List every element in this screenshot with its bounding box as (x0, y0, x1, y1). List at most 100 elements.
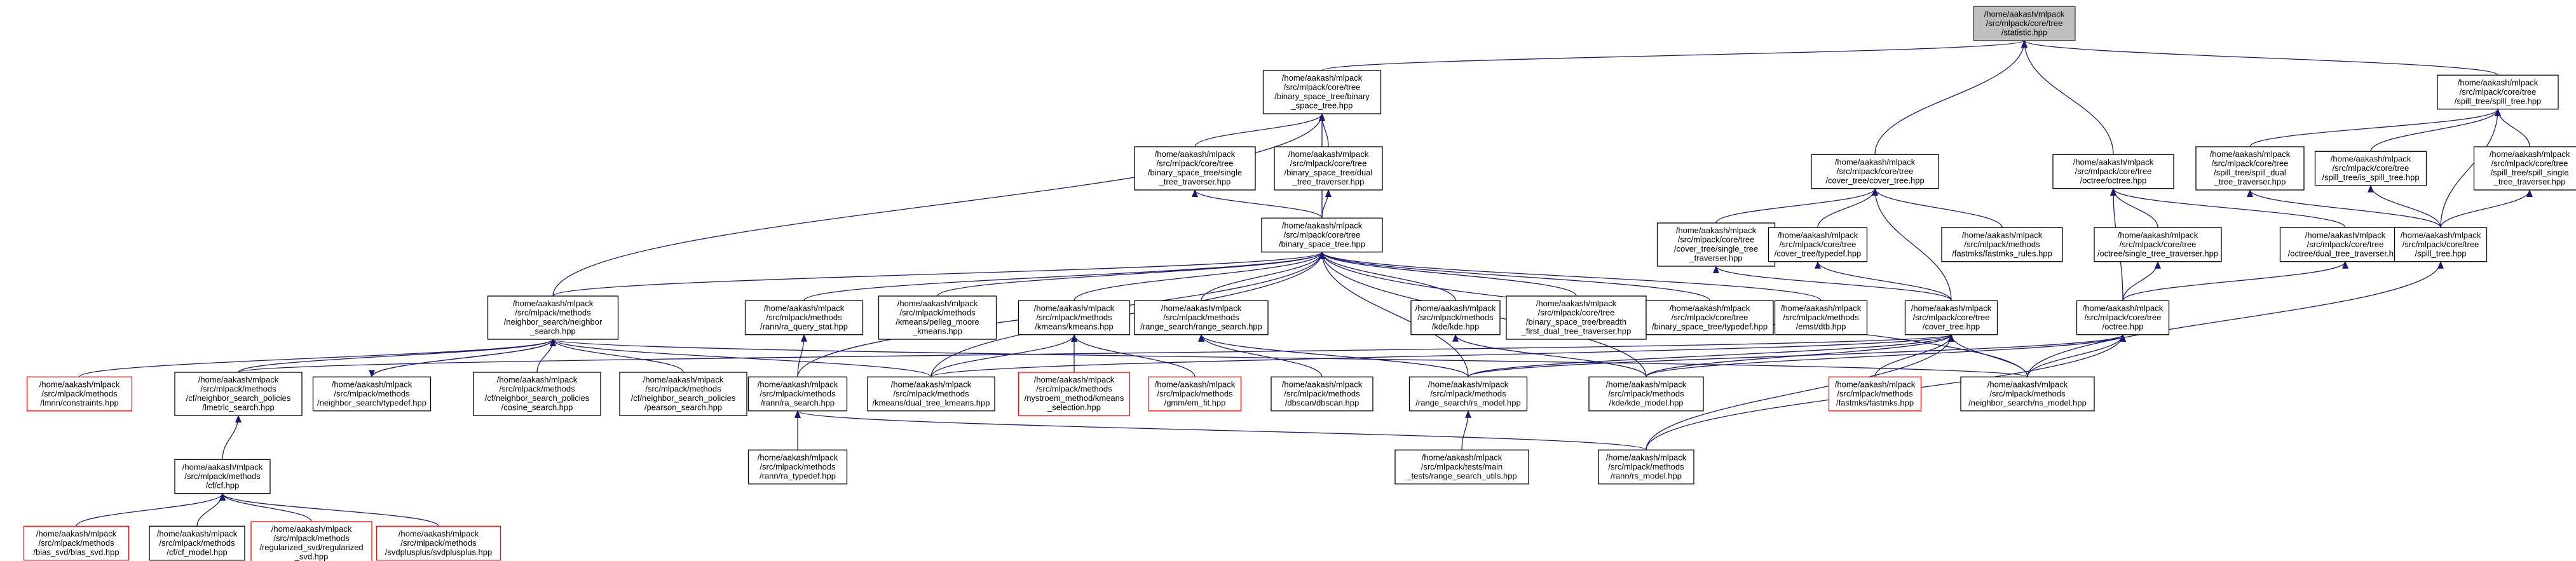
node-label-line: /home/aakash/mlpack (643, 375, 724, 384)
node-box (1134, 300, 1269, 335)
node-label-line: /binary_space_tree/binary (1274, 91, 1370, 101)
graph-node[interactable]: /home/aakash/mlpack/src/mlpack/methods/k… (1018, 300, 1131, 335)
graph-node[interactable]: /home/aakash/mlpack/src/mlpack/methods/e… (1774, 300, 1868, 335)
node-box (1261, 217, 1383, 253)
graph-node[interactable]: /home/aakash/mlpack/src/mlpack/core/tree… (1646, 300, 1774, 335)
node-label-line: /home/aakash/mlpack (1034, 303, 1115, 313)
node-label-line: /kmeans/pelleg_moore (896, 317, 979, 327)
dependency-edge (1948, 334, 2028, 377)
node-label-line: _tree_traverser.hpp (1292, 177, 1365, 187)
graph-node[interactable]: /home/aakash/mlpack/src/mlpack/core/tree… (2437, 74, 2559, 110)
node-label-line: /src/mlpack/methods (760, 389, 836, 398)
dependency-edge (1646, 334, 1954, 450)
dependency-edge (222, 415, 242, 460)
graph-node[interactable]: /home/aakash/mlpack/src/mlpack/methods/d… (1271, 376, 1373, 412)
graph-node[interactable]: /home/aakash/mlpack/src/mlpack/methods/n… (487, 295, 619, 340)
graph-node[interactable]: /home/aakash/mlpack/src/mlpack/core/tree… (1811, 154, 1939, 189)
node-label-line: /spill_tree/spill_tree.hpp (2455, 96, 2542, 105)
node-label-line: /home/aakash/mlpack (182, 462, 263, 471)
graph-node[interactable]: /home/aakash/mlpack/src/mlpack/methods/n… (312, 376, 432, 412)
dependency-edge (1872, 187, 1952, 301)
node-label-line: /statistic.hpp (2001, 27, 2047, 37)
node-label-line: _svd.hpp (294, 552, 329, 561)
node-label-line: /home/aakash/mlpack (36, 529, 117, 538)
graph-node[interactable]: /home/aakash/mlpack/src/mlpack/methods/b… (23, 525, 130, 561)
graph-node[interactable]: /home/aakash/mlpack/src/mlpack/methods/s… (376, 525, 501, 561)
graph-node[interactable]: /home/aakash/mlpack/src/mlpack/core/tree… (1262, 70, 1382, 114)
graph-node[interactable]: /home/aakash/mlpack/src/mlpack/methods/n… (1018, 372, 1131, 416)
graph-node[interactable]: /home/aakash/mlpack/src/mlpack/core/tree… (2314, 151, 2427, 186)
node-box (1274, 146, 1383, 191)
dependency-edge (1073, 251, 1325, 301)
node-label-line: /svdplusplus/svdplusplus.hpp (385, 547, 492, 557)
node-label-line: /cover_tree/single_tree (1674, 244, 1758, 253)
dependency-edge (794, 410, 1647, 450)
node-label-line: /src/mlpack/methods (1783, 313, 1859, 322)
node-label-line: /cf/neighbor_search_policies (485, 393, 590, 403)
graph-node[interactable]: /home/aakash/mlpack/src/mlpack/methods/c… (619, 372, 747, 416)
dependency-edge (1319, 251, 1710, 301)
node-label-line: /binary_space_tree.hpp (1279, 239, 1365, 248)
dependency-edge (2440, 108, 2501, 228)
dependency-edge (1452, 334, 1647, 377)
graph-node[interactable]: /home/aakash/mlpack/src/mlpack/methods/c… (174, 372, 303, 416)
graph-node[interactable]: /home/aakash/mlpack/src/mlpack/methods/k… (867, 376, 995, 412)
node-box (747, 449, 848, 485)
graph-node[interactable]: /home/aakash/mlpack/src/mlpack/core/tree… (2279, 227, 2411, 262)
graph-node[interactable]: /home/aakash/mlpack/src/mlpack/methods/g… (1148, 376, 1242, 412)
graph-node[interactable]: /home/aakash/mlpack/src/mlpack/methods/r… (1598, 449, 1694, 485)
node-label-line: /binary_space_tree/dual (1285, 168, 1373, 177)
graph-node[interactable]: /home/aakash/mlpack/src/mlpack/core/tree… (2076, 300, 2170, 335)
graph-node[interactable]: /home/aakash/mlpack/src/mlpack/core/tree… (1768, 227, 1868, 262)
node-label-line: /cf/neighbor_search_policies (186, 393, 291, 403)
node-box (1134, 146, 1256, 191)
node-label-line: /src/mlpack/core/tree (2307, 240, 2384, 249)
graph-node[interactable]: /home/aakash/mlpack/src/mlpack/methods/n… (1960, 376, 2095, 412)
node-label-line: /home/aakash/mlpack (2083, 303, 2164, 313)
dependency-edge (219, 492, 439, 527)
node-label-line: /home/aakash/mlpack (1034, 375, 1115, 384)
node-label-line: /home/aakash/mlpack (1282, 379, 1363, 389)
graph-node[interactable]: /home/aakash/mlpack/src/mlpack/methods/k… (878, 295, 997, 340)
graph-node[interactable]: /home/aakash/mlpack/src/mlpack/methods/c… (149, 525, 245, 561)
graph-node[interactable]: /home/aakash/mlpack/src/mlpack/core/tree… (1134, 146, 1256, 191)
graph-node[interactable]: /home/aakash/mlpack/src/mlpack/core/tree… (2195, 146, 2305, 191)
graph-node[interactable]: /home/aakash/mlpack/src/mlpack/tests/mai… (1394, 449, 1529, 485)
graph-node[interactable]: /home/aakash/mlpack/src/mlpack/methods/l… (26, 376, 133, 412)
graph-node[interactable]: /home/aakash/mlpack/src/mlpack/core/tree… (1656, 222, 1776, 267)
graph-node[interactable]: /home/aakash/mlpack/src/mlpack/methods/f… (1828, 376, 1922, 412)
dependency-edge (937, 251, 1325, 297)
graph-node[interactable]: /home/aakash/mlpack/src/mlpack/core/tree… (2394, 227, 2488, 262)
node-label-line: /rann/ra_search.hpp (761, 398, 835, 407)
dependency-edge (1198, 334, 1323, 377)
graph-node[interactable]: /home/aakash/mlpack/src/mlpack/methods/r… (744, 300, 864, 335)
graph-node[interactable]: /home/aakash/mlpack/src/mlpack/methods/r… (747, 376, 848, 412)
node-label-line: /home/aakash/mlpack (2401, 230, 2481, 240)
node-label-line: _first_dual_tree_traverser.hpp (1521, 327, 1632, 336)
node-label-line: /src/mlpack/methods (1608, 389, 1684, 398)
node-label-line: /src/mlpack/core/tree (2402, 240, 2479, 249)
graph-node[interactable]: /home/aakash/mlpack/src/mlpack/core/tree… (1506, 295, 1647, 340)
graph-node[interactable]: /home/aakash/mlpack/src/mlpack/methods/r… (747, 449, 848, 485)
node-box (1018, 372, 1131, 416)
graph-node[interactable]: /home/aakash/mlpack/src/mlpack/core/tree… (2473, 146, 2576, 191)
graph-node[interactable]: /home/aakash/mlpack/src/mlpack/methods/c… (473, 372, 601, 416)
graph-node[interactable]: /home/aakash/mlpack/src/mlpack/core/tree… (1904, 300, 1998, 335)
graph-node[interactable]: /home/aakash/mlpack/src/mlpack/core/tree… (2052, 154, 2174, 189)
graph-node[interactable]: /home/aakash/mlpack/src/mlpack/core/tree… (1261, 217, 1383, 253)
graph-node[interactable]: /home/aakash/mlpack/src/mlpack/methods/r… (1134, 300, 1269, 335)
dependency-edge (2368, 184, 2441, 228)
graph-node[interactable]: /home/aakash/mlpack/src/mlpack/methods/f… (1941, 227, 2063, 262)
graph-node[interactable]: /home/aakash/mlpack/src/mlpack/methods/k… (1410, 300, 1501, 335)
graph-node[interactable]: /home/aakash/mlpack/src/mlpack/core/tree… (1973, 6, 2076, 41)
graph-node[interactable]: /home/aakash/mlpack/src/mlpack/methods/c… (174, 459, 271, 494)
graph-node[interactable]: /home/aakash/mlpack/src/mlpack/methods/r… (250, 521, 372, 561)
node-box (149, 525, 245, 561)
graph-node[interactable]: /home/aakash/mlpack/src/mlpack/core/tree… (1274, 146, 1383, 191)
node-label-line: /cf/cf_model.hpp (167, 547, 227, 557)
graph-node[interactable]: /home/aakash/mlpack/src/mlpack/methods/r… (1408, 376, 1528, 412)
graph-node[interactable]: /home/aakash/mlpack/src/mlpack/core/tree… (2094, 227, 2222, 262)
node-label-line: /octree.hpp (2102, 321, 2143, 331)
node-box (23, 525, 130, 561)
graph-node[interactable]: /home/aakash/mlpack/src/mlpack/methods/k… (1588, 376, 1704, 412)
